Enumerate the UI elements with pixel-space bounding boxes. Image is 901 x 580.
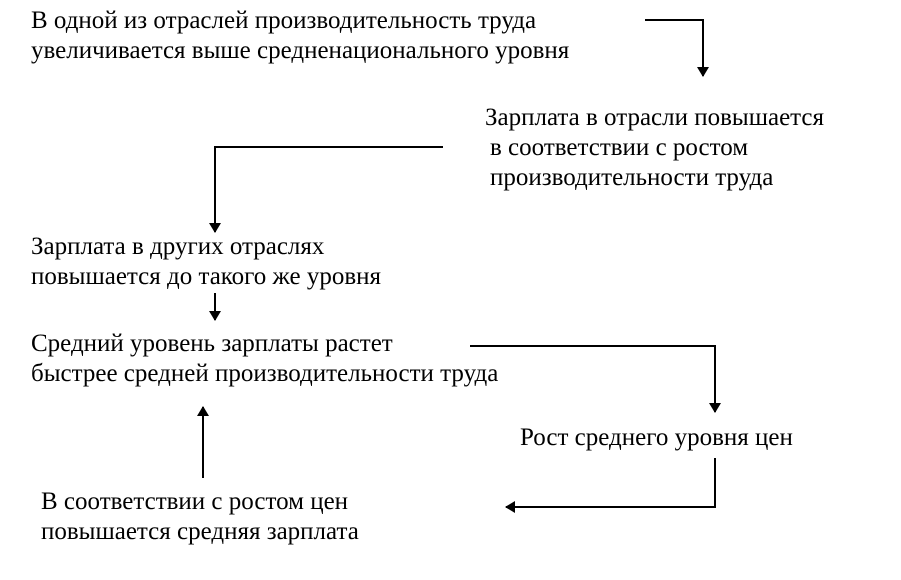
node-average-wage-growth-line-2: быстрее средней производительности труда: [31, 360, 499, 387]
node-average-wage-growth: Средний уровень зарплаты растет быстрее …: [31, 329, 498, 389]
node-productivity-rise: В одной из отраслей производительность т…: [31, 6, 569, 66]
node-other-sectors-wage-line-2: повышается до такого же уровня: [31, 263, 382, 290]
arrow-price-level-to-wage-follows: [505, 458, 716, 513]
node-sector-wage-rise: Зарплата в отрасли повышается в соответс…: [485, 103, 824, 193]
node-wage-follows-prices: В соответствии с ростом цен повышается с…: [41, 487, 359, 547]
node-sector-wage-rise-line-3: производительности труда: [490, 164, 774, 191]
node-wage-follows-prices-line-2: повышается средняя зарплата: [41, 518, 359, 545]
arrow-average-wage-to-price-level: [470, 345, 721, 413]
arrow-sector-wage-to-other-sectors: [209, 146, 443, 233]
node-price-level-growth-line-1: Рост среднего уровня цен: [520, 424, 793, 451]
node-sector-wage-rise-line-1: Зарплата в отрасли повышается: [485, 104, 825, 131]
node-wage-follows-prices-line-1: В соответствии с ростом цен: [41, 488, 349, 515]
node-average-wage-growth-line-1: Средний уровень зарплаты растет: [31, 330, 393, 357]
node-other-sectors-wage: Зарплата в других отраслях повышается до…: [31, 232, 381, 292]
node-other-sectors-wage-line-1: Зарплата в других отраслях: [31, 233, 325, 260]
arrow-productivity-to-sector-wage: [645, 19, 709, 77]
node-productivity-rise-line-2: увеличивается выше средненационального у…: [31, 37, 570, 64]
node-price-level-growth: Рост среднего уровня цен: [520, 423, 793, 453]
node-productivity-rise-line-1: В одной из отраслей производительность т…: [31, 7, 537, 34]
node-sector-wage-rise-line-2: в соответствии с ростом: [490, 134, 749, 161]
